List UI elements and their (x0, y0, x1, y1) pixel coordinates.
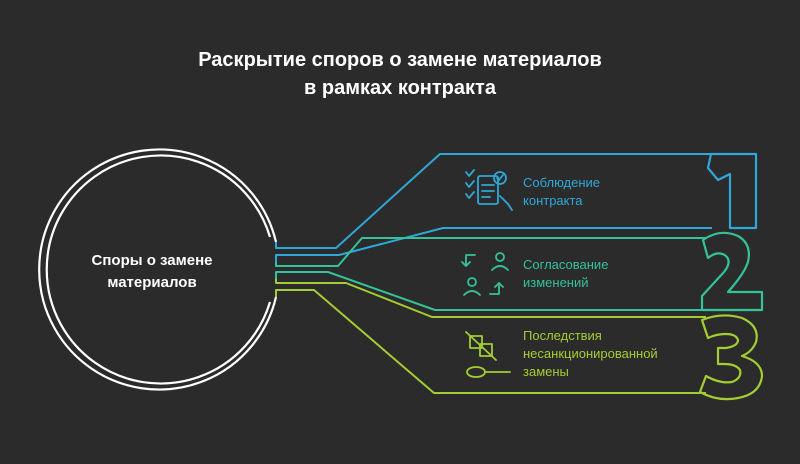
item-2-line-2: изменений (523, 275, 589, 290)
item-3-line-3: замены (523, 364, 569, 379)
number-3-outline (698, 314, 764, 401)
number-2-outline (700, 231, 764, 312)
branch-3-channel (275, 279, 706, 394)
hub-label-line-2: материалов (107, 274, 197, 291)
branch-2-channel (275, 237, 708, 311)
item-1-label: Соблюдение контракта (523, 174, 600, 210)
number-1-outline (706, 152, 758, 230)
hub-label: Споры о замене материалов (52, 250, 252, 294)
title-line-2: в рамках контракта (304, 77, 496, 99)
item-3-line-1: Последствия (523, 328, 602, 343)
unauthorized-replacement-icon (465, 331, 511, 378)
item-1-line-1: Соблюдение (523, 175, 601, 190)
item-1-line-2: контракта (523, 193, 583, 208)
branch-1-channel (275, 153, 712, 262)
hub-ring (38, 148, 278, 391)
item-3-label: Последствия несанкционированной замены (523, 327, 658, 381)
page-title: Раскрытие споров о замене материалов в р… (0, 46, 800, 102)
user-swap-icon (461, 252, 509, 296)
contract-checklist-icon (465, 169, 513, 211)
item-2-label: Согласование изменений (523, 256, 608, 292)
title-line-1: Раскрытие споров о замене материалов (198, 49, 602, 71)
hub-label-line-1: Споры о замене (91, 252, 213, 269)
item-3-line-2: несанкционированной (523, 346, 658, 361)
item-2-line-1: Согласование (523, 257, 609, 272)
